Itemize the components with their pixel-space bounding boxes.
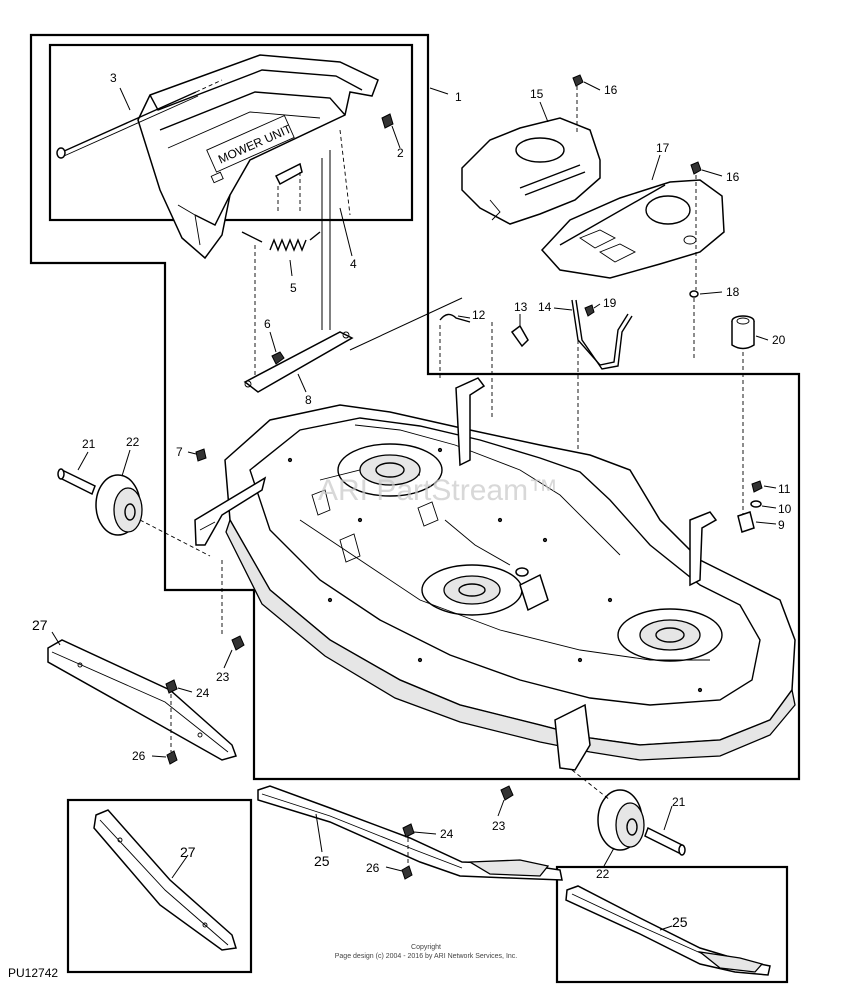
shield-bolt-16b (690, 161, 702, 175)
callout-11: 11 (778, 482, 791, 496)
callout-10: 10 (778, 502, 792, 516)
callout-14: 14 (538, 300, 552, 314)
figure-id: PU12742 (8, 966, 58, 980)
callout-2: 2 (397, 146, 404, 160)
hex-nut (271, 351, 285, 365)
callout-18: 18 (726, 285, 740, 299)
callout-27-main: 27 (32, 617, 48, 633)
main-group-frame (29, 33, 801, 781)
copyright-line2: Page design (c) 2004 - 2016 by ARI Netwo… (335, 953, 518, 960)
callout-7: 7 (176, 445, 183, 459)
watermark: ARI PartStream™ (318, 474, 558, 507)
shield-bolt-16a (572, 74, 584, 87)
spring (241, 231, 321, 252)
inset-frame-25 (555, 865, 789, 984)
callout-8: 8 (305, 393, 312, 407)
chute-bracket (274, 162, 303, 186)
discharge-chute: MOWER UNIT (137, 54, 379, 260)
washer-10 (750, 500, 762, 508)
callout-23-right: 23 (492, 819, 506, 833)
copyright-line1: Copyright (411, 944, 441, 951)
baffle-27 (47, 639, 237, 761)
axle-bolt-left (57, 468, 96, 496)
hinge-plate (243, 331, 354, 393)
washer (689, 290, 699, 298)
callout-21-left: 21 (82, 437, 96, 451)
callout-26-left: 26 (132, 749, 146, 763)
chute-inset-frame (48, 43, 414, 222)
gauge-wheel-right (597, 789, 645, 851)
callout-9: 9 (778, 518, 785, 532)
adjuster-rod (571, 299, 629, 366)
wheel-bolt-9 (737, 511, 755, 533)
belt-shield-left (461, 117, 601, 225)
retaining-clip (439, 313, 471, 323)
callout-23-left: 23 (216, 670, 230, 684)
callout-16-top: 16 (604, 83, 618, 97)
gauge-wheel-left (95, 474, 143, 536)
baffle-25 (257, 785, 563, 881)
callout-numbers: 1 2 3 4 5 6 7 8 9 10 11 12 13 14 15 16 1… (32, 71, 792, 930)
deck-bolt (195, 448, 207, 462)
callout-3: 3 (110, 71, 117, 85)
callout-12: 12 (472, 308, 486, 322)
callout-24-right: 24 (440, 827, 454, 841)
callout-21-right: 21 (672, 795, 686, 809)
carriage-bolt (510, 324, 529, 348)
mower-deck (194, 377, 796, 771)
callout-26-right: 26 (366, 861, 380, 875)
baffle-nut-24b (402, 823, 415, 838)
inset-frame-27 (66, 798, 253, 974)
callout-13: 13 (514, 300, 528, 314)
callout-5: 5 (290, 281, 297, 295)
callout-20: 20 (772, 333, 786, 347)
wheel-nut-left (231, 635, 245, 651)
axle-bolt-right (644, 826, 686, 856)
callout-25-inset: 25 (672, 914, 688, 930)
callout-24-left: 24 (196, 686, 210, 700)
baffle-25-inset (565, 885, 771, 976)
callout-22-right: 22 (596, 867, 610, 881)
belt-shield-right (540, 179, 725, 279)
callout-6: 6 (264, 317, 271, 331)
callout-27-inset: 27 (180, 844, 196, 860)
rod-nut (584, 304, 595, 317)
nut-11 (751, 480, 763, 493)
callout-25-main: 25 (314, 853, 330, 869)
baffle-bolt-26b (401, 865, 413, 880)
chute-rod (61, 91, 197, 153)
callout-4: 4 (350, 257, 357, 271)
baffle-27-inset (93, 809, 237, 951)
spacer-bushing (731, 315, 755, 350)
baffle-nut-24a (165, 679, 178, 694)
callout-19: 19 (603, 296, 617, 310)
callout-16-right: 16 (726, 170, 740, 184)
callout-22-left: 22 (126, 435, 140, 449)
callout-17: 17 (656, 141, 670, 155)
chute-fastener (381, 113, 394, 129)
leader-lines (51, 81, 777, 931)
callout-15: 15 (530, 87, 544, 101)
callout-1: 1 (455, 90, 462, 104)
baffle-bolt-26a (166, 750, 178, 765)
wheel-nut-right (500, 785, 514, 801)
